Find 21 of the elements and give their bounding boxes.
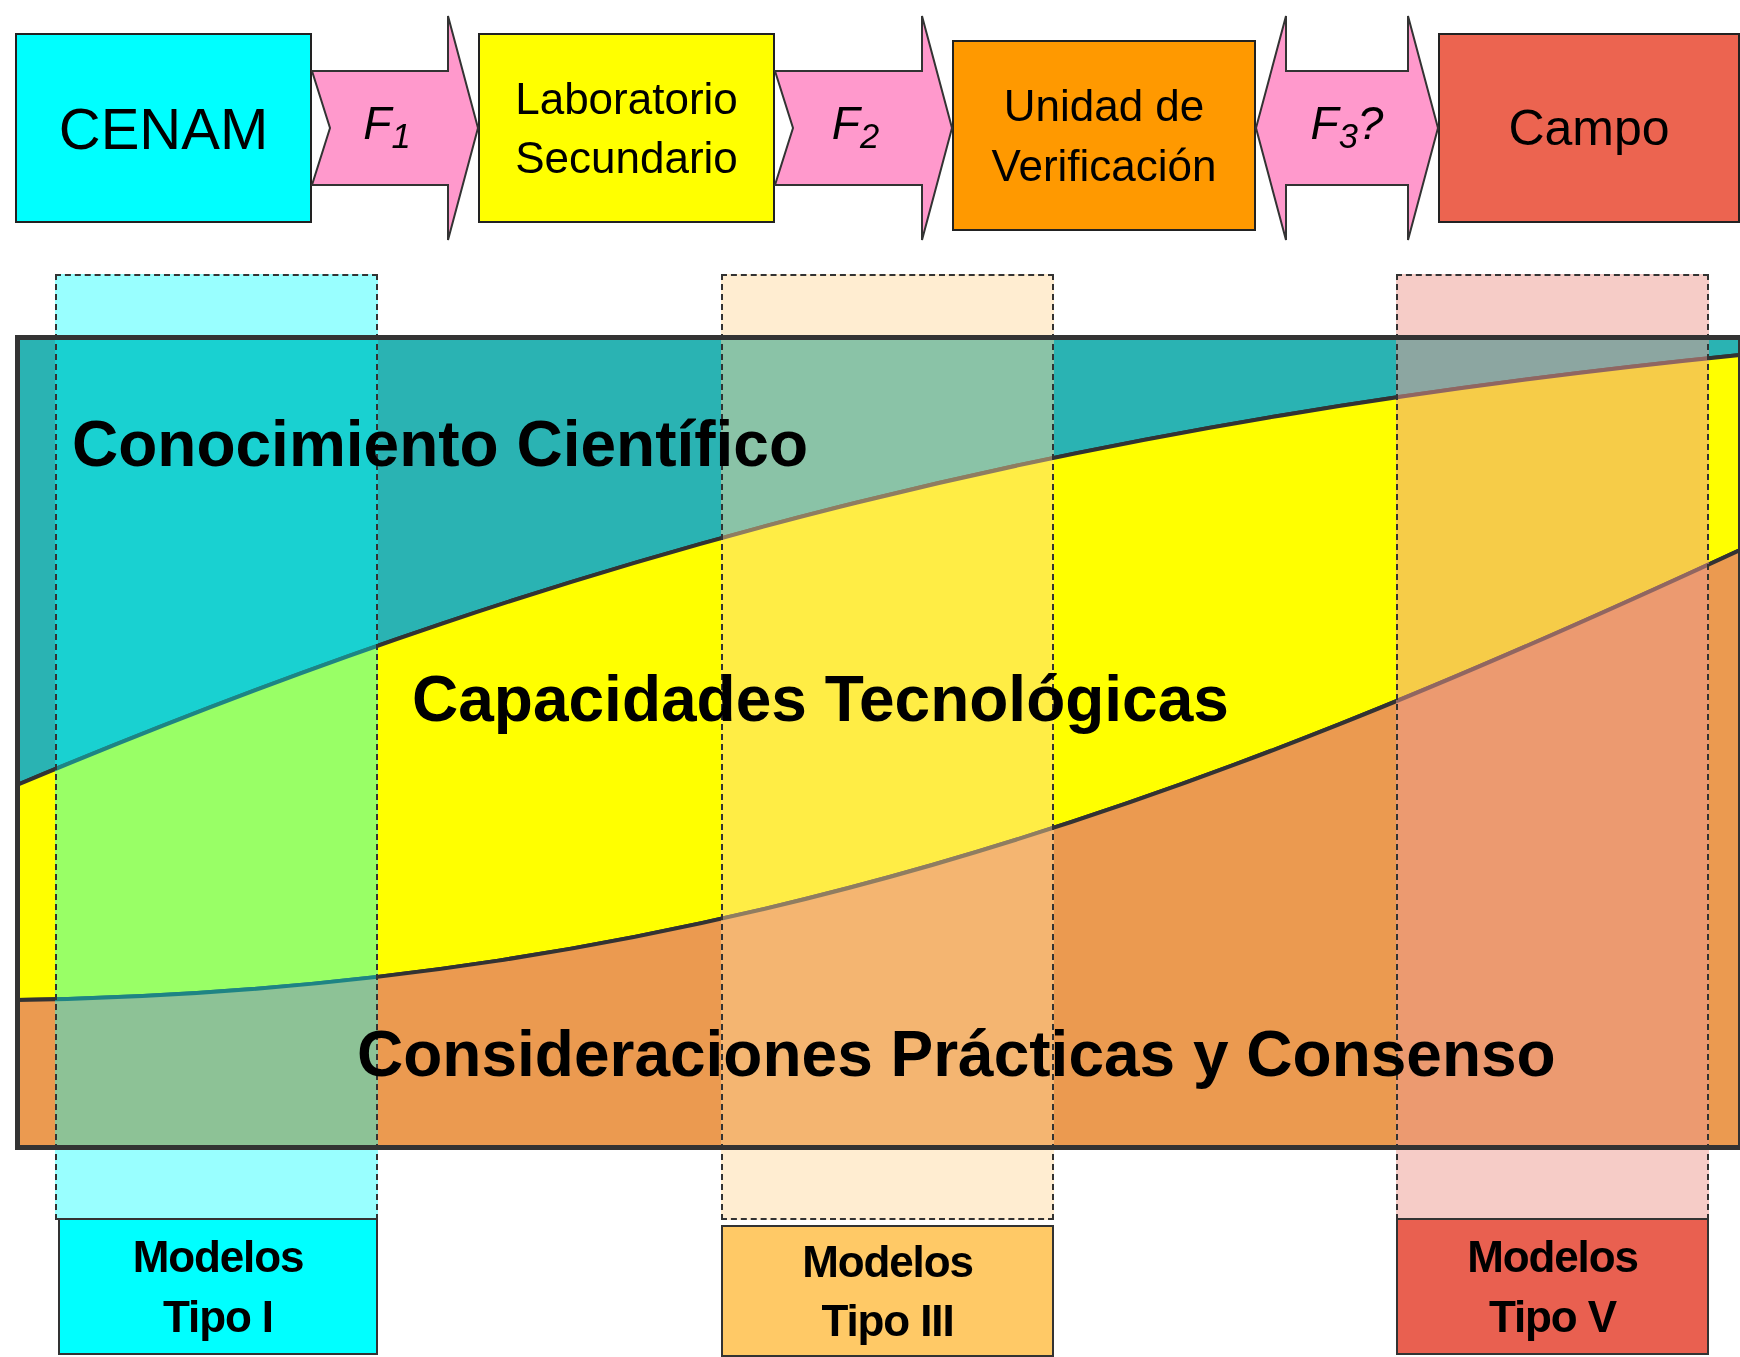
band-title: Conocimiento Científico (72, 412, 808, 476)
box-label: Unidad de Verificación (990, 80, 1218, 192)
model-label-box (721, 1225, 1054, 1357)
block-arrow (310, 15, 480, 241)
block-arrow (773, 15, 954, 241)
box-label: Laboratorio Secundario (514, 72, 739, 184)
process-box (478, 33, 775, 223)
edge-label: F$_{3}$? (1310, 100, 1384, 146)
model-label: Modelos Tipo I (131, 1231, 305, 1343)
model-label: Modelos Tipo V (1466, 1231, 1639, 1343)
box-label: Campo (1507, 98, 1671, 158)
edge-label: F$_{1}$ (363, 100, 411, 146)
model-label-box (1396, 1218, 1709, 1355)
process-box (15, 33, 312, 223)
process-box (952, 40, 1256, 231)
block-arrow (1254, 15, 1440, 241)
process-box (1438, 33, 1740, 223)
edge-label: F$_{2}$ (831, 100, 880, 146)
box-label: CENAM (57, 94, 270, 163)
model-label: Modelos Tipo III (801, 1235, 974, 1347)
model-label-box (58, 1218, 378, 1355)
